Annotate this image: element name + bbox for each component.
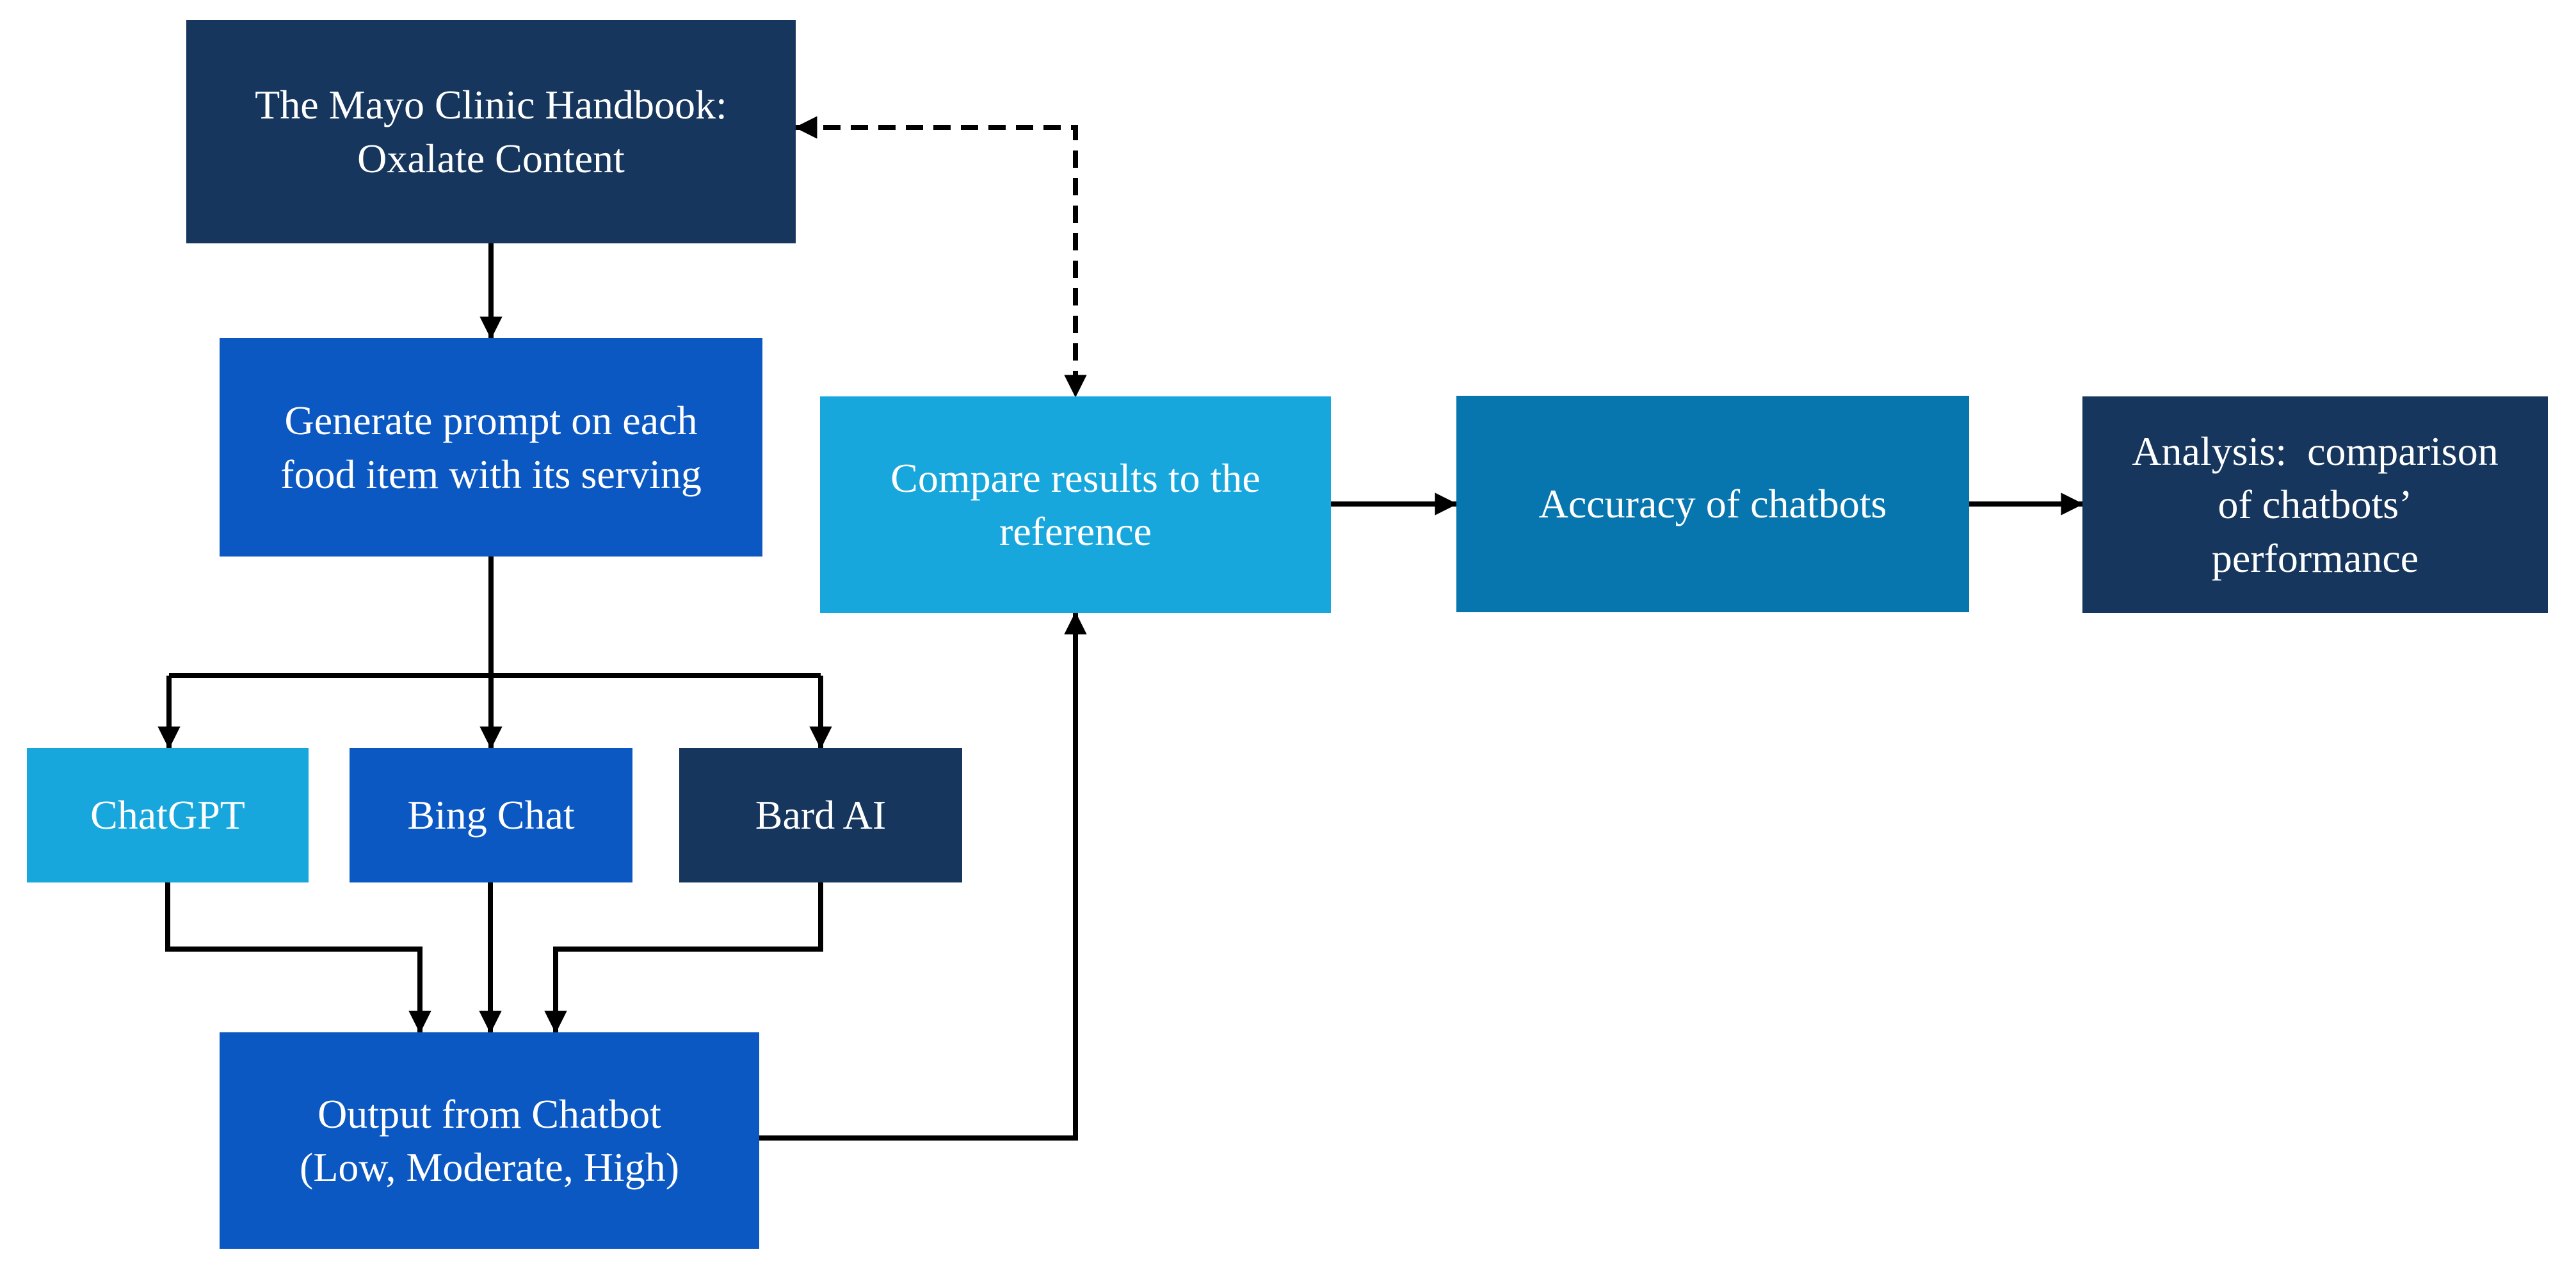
- node-accuracy: Accuracy of chatbots: [1456, 396, 1969, 612]
- arrow-compare-to-reference-dashed: [794, 116, 1087, 398]
- arrow-chatgpt-to-output: [165, 882, 431, 1034]
- arrow-bard-ai-to-output: [544, 882, 823, 1034]
- arrow-output-to-compare: [759, 612, 1087, 1141]
- node-chatgpt: ChatGPT: [27, 748, 309, 882]
- node-compare: Compare results to the reference: [820, 396, 1331, 613]
- node-bing-chat: Bing Chat: [350, 748, 632, 882]
- node-output: Output from Chatbot (Low, Moderate, High…: [220, 1032, 759, 1249]
- node-bard-ai: Bard AI: [679, 748, 962, 882]
- node-analysis: Analysis: comparison of chatbots’ perfor…: [2082, 396, 2548, 613]
- node-reference-handbook: The Mayo Clinic Handbook: Oxalate Conten…: [186, 20, 796, 243]
- node-generate-prompt: Generate prompt on each food item with i…: [220, 338, 762, 557]
